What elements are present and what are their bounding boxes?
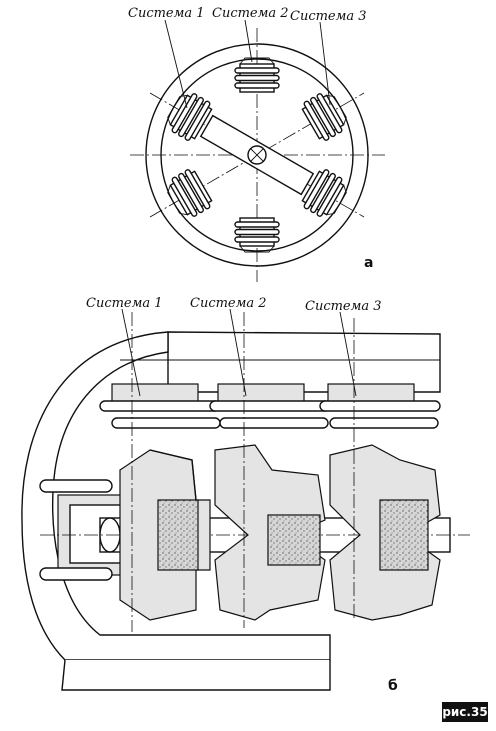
bottom-label-system-2: Система 2	[190, 296, 267, 311]
top-label-system-1: Система 1	[128, 6, 205, 21]
rotor-1	[119, 449, 211, 621]
pole-coil	[299, 87, 353, 144]
top-label-system-2: Система 2	[212, 6, 289, 21]
bottom-label-system-3: Система 3	[305, 299, 382, 314]
bottom-view-tag: б	[388, 678, 398, 694]
rotor-2	[214, 444, 326, 621]
pole-coil	[234, 217, 280, 253]
pole-coil	[161, 166, 215, 223]
bottom-cutaway	[21, 308, 470, 691]
bottom-label-system-1: Система 1	[86, 296, 163, 311]
top-label-system-3: Система 3	[290, 9, 367, 24]
top-cross-section	[130, 19, 385, 282]
figure-badge: рис.35	[442, 702, 488, 722]
rotor-3	[329, 444, 441, 621]
top-view-tag: а	[364, 255, 373, 271]
